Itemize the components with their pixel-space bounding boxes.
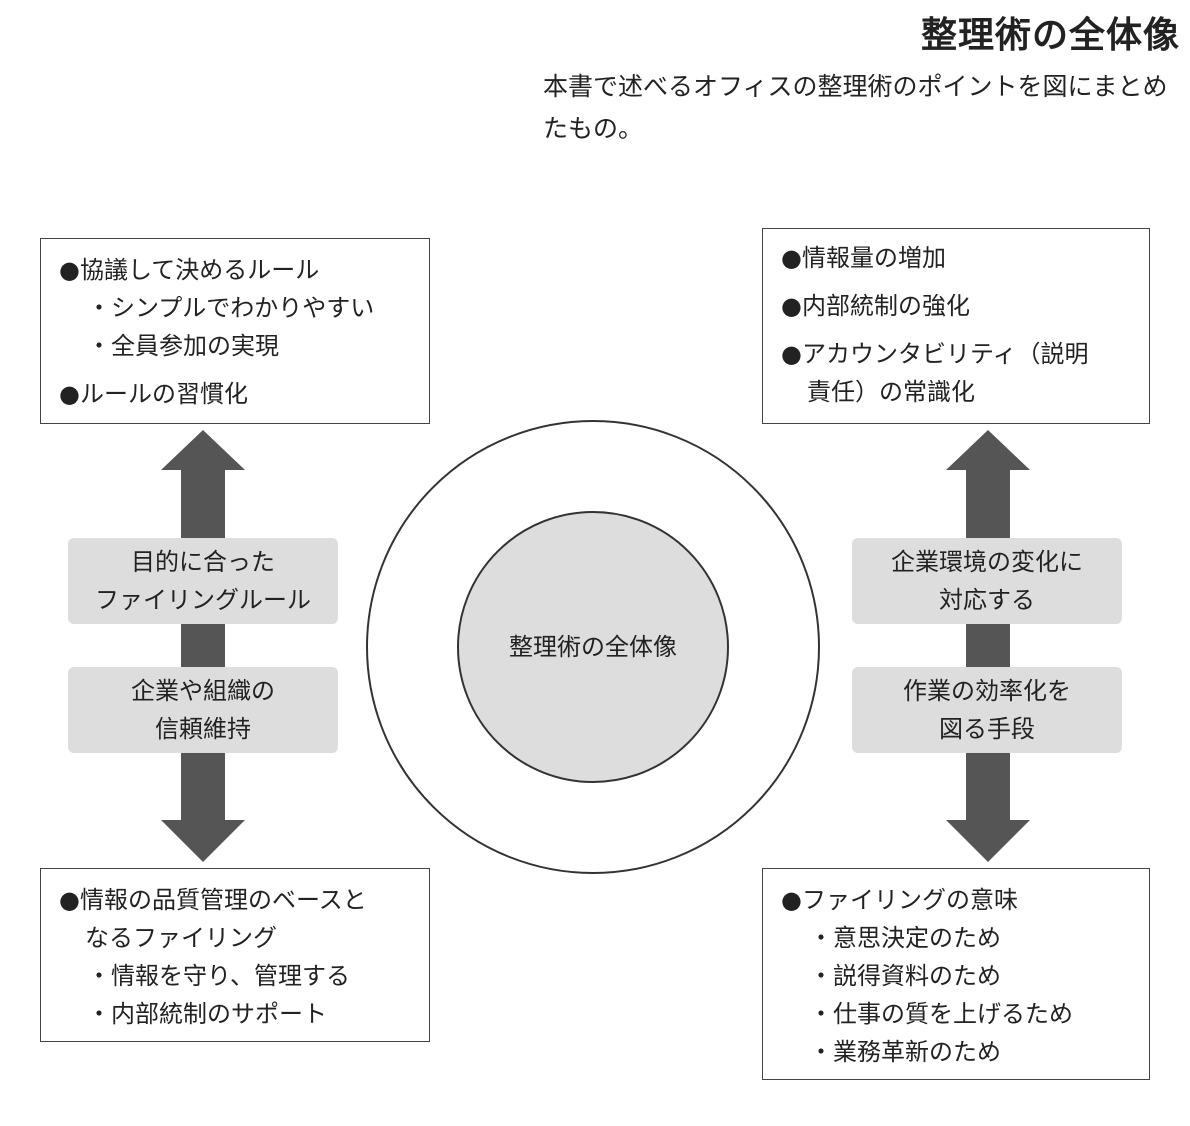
subtitle: 本書で述べるオフィスの整理術のポイントを図にまとめたもの。 bbox=[543, 72, 1168, 143]
box-item: なるファイリング bbox=[85, 924, 277, 952]
left-label-filing-rule: 目的に合った ファイリングルール bbox=[68, 538, 338, 624]
box-item: ●内部統制の強化 bbox=[781, 292, 970, 320]
box-item: ●情報量の増加 bbox=[781, 244, 946, 272]
box-item: ・仕事の質を上げるため bbox=[809, 1000, 1073, 1028]
box-item: ●アカウンタビリティ（説明 bbox=[781, 340, 1089, 368]
top-right-box: ●情報量の増加 ●内部統制の強化 ●アカウンタビリティ（説明 責任）の常識化 bbox=[762, 228, 1150, 424]
label-line: 図る手段 bbox=[939, 715, 1035, 743]
box-item: ●情報の品質管理のベースと bbox=[59, 886, 367, 914]
right-label-environment: 企業環境の変化に 対応する bbox=[852, 538, 1122, 624]
box-item: 責任）の常識化 bbox=[807, 378, 975, 406]
page-title: 整理術の全体像 bbox=[920, 15, 1180, 56]
center-label: 整理術の全体像 bbox=[509, 633, 677, 661]
box-item: ・全員参加の実現 bbox=[87, 332, 279, 360]
box-item: ・情報を守り、管理する bbox=[87, 962, 351, 990]
left-double-arrow bbox=[161, 430, 245, 862]
bottom-left-box: ●情報の品質管理のベースと なるファイリング ・情報を守り、管理する ・内部統制… bbox=[40, 868, 430, 1042]
label-line: 対応する bbox=[939, 586, 1035, 614]
box-item: ・意思決定のため bbox=[809, 924, 1001, 952]
top-left-box: ●協議して決めるルール ・シンプルでわかりやすい ・全員参加の実現 ●ルールの習… bbox=[40, 238, 430, 424]
label-line: 目的に合った bbox=[131, 548, 275, 576]
label-line: 企業や組織の bbox=[131, 677, 275, 705]
left-label-trust: 企業や組織の 信頼維持 bbox=[68, 667, 338, 753]
box-item: ●ファイリングの意味 bbox=[781, 886, 1018, 914]
right-label-efficiency: 作業の効率化を 図る手段 bbox=[852, 667, 1122, 753]
box-item: ●協議して決めるルール bbox=[59, 256, 320, 284]
box-item: ・内部統制のサポート bbox=[87, 1000, 327, 1028]
label-line: 信頼維持 bbox=[155, 715, 251, 743]
label-line: ファイリングルール bbox=[95, 586, 311, 614]
label-line: 企業環境の変化に bbox=[891, 548, 1083, 576]
label-line: 作業の効率化を bbox=[903, 677, 1071, 705]
box-item: ・シンプルでわかりやすい bbox=[87, 294, 375, 322]
box-item: ・業務革新のため bbox=[809, 1038, 1001, 1066]
bottom-right-box: ●ファイリングの意味 ・意思決定のため ・説得資料のため ・仕事の質を上げるため… bbox=[762, 868, 1150, 1080]
inner-circle bbox=[457, 511, 729, 783]
box-item: ・説得資料のため bbox=[809, 962, 1001, 990]
box-item: ●ルールの習慣化 bbox=[59, 380, 248, 408]
right-double-arrow bbox=[946, 430, 1030, 862]
